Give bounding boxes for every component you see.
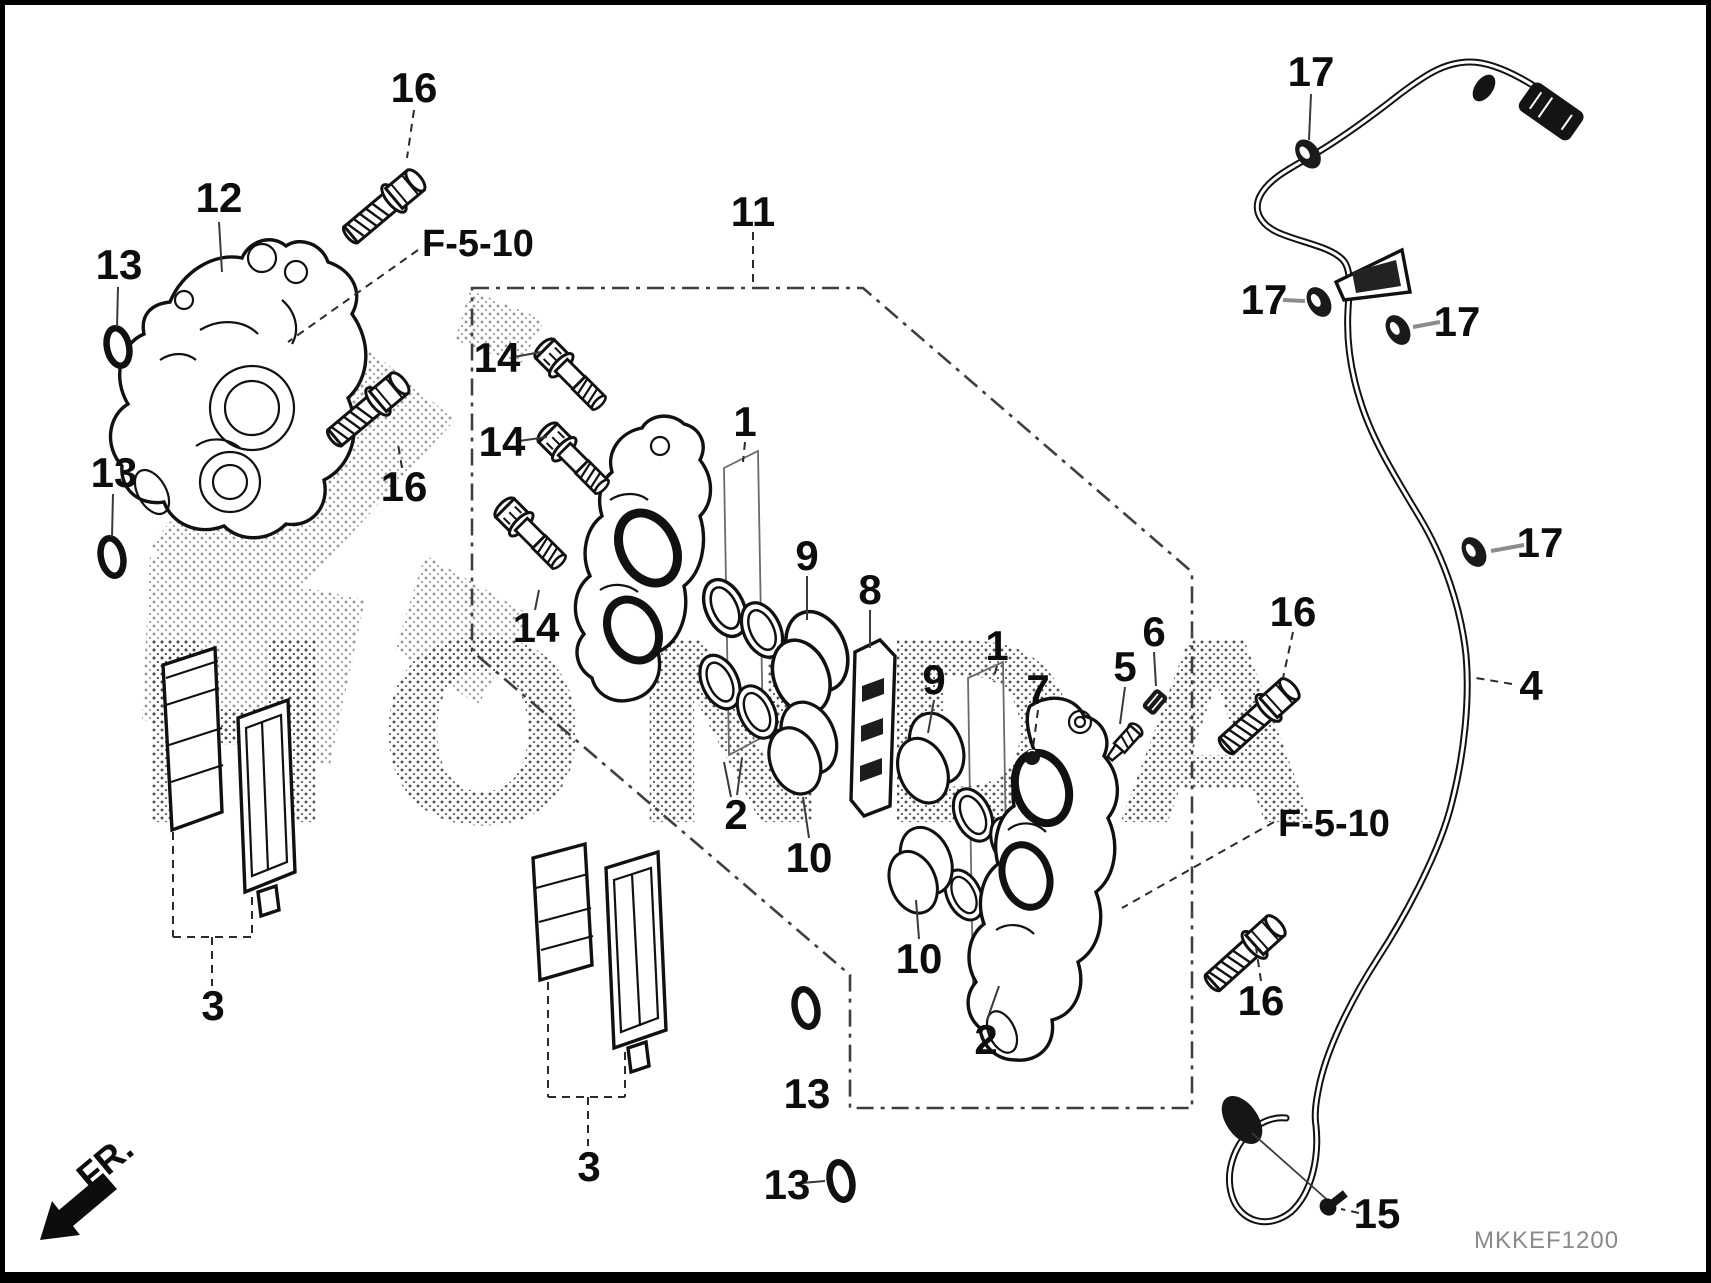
brake-pad-set-center [531,841,668,1075]
fr-arrow-icon [40,1173,117,1240]
bleeder-screw [1106,722,1144,762]
bleeder-cap [1142,689,1168,715]
callout-16-bottom: 16 [1238,977,1285,1024]
callout-17-left: 17 [1241,276,1288,323]
callout-13-bottom: 13 [764,1161,811,1208]
callout-13-upper: 13 [96,241,143,288]
callout-10-left: 10 [786,834,833,881]
honda-watermark: HONDA [129,590,1351,881]
callout-17-top: 17 [1288,48,1335,95]
wire-connector [1518,82,1584,141]
callout-1-right: 1 [985,622,1008,669]
caliper-bracket-left-half [573,414,713,703]
callout-5: 5 [1113,643,1136,690]
ref-label-f510-lower: F-5-10 [1278,803,1390,845]
callout-6: 6 [1142,608,1165,655]
callout-1-left: 1 [733,398,756,445]
pin-plug [1024,749,1040,765]
leader-lines-solid [111,93,1312,1184]
callout-labels: 16 12 13 13 16 14 14 14 11 1 9 8 1 9 7 5… [91,48,1564,1237]
pad-set-bracket-center [547,982,626,1146]
callout-15: 15 [1354,1190,1401,1237]
callout-17-right: 17 [1434,298,1481,345]
callout-3-left: 3 [201,982,224,1029]
callout-16-left: 16 [381,463,428,510]
diagram-code: MKKEF1200 [1474,1227,1619,1254]
callout-7: 7 [1026,666,1049,713]
callout-9-right: 9 [922,656,945,703]
callout-13-center: 13 [784,1070,831,1117]
callout-14-mid: 14 [479,418,526,465]
callout-16-top: 16 [391,64,438,111]
pad-spring [849,637,897,819]
callout-10-right: 10 [896,935,943,982]
leader-lines-dashed [287,109,1513,1214]
leader-lines-gray [1282,298,1525,553]
wire-hump-clip [1472,74,1496,102]
page-frame-bottom [0,1272,1711,1283]
callout-3-center: 3 [577,1143,600,1190]
callout-11: 11 [731,188,775,235]
sensor-bolt [1319,1190,1348,1216]
wheel-speed-sensor-head [1221,1096,1333,1205]
wire-mount-bracket [1333,247,1413,302]
callout-12: 12 [196,174,243,221]
callout-8: 8 [858,566,881,613]
ref-label-f510-upper: F-5-10 [422,223,534,265]
callout-16-right: 16 [1270,588,1317,635]
callout-2-left: 2 [724,791,747,838]
callout-4: 4 [1519,662,1543,709]
brake-pad-set-left [161,645,297,919]
callout-14-bottom: 14 [513,604,560,651]
right-brake-caliper-half [966,696,1120,1062]
callout-14-top: 14 [474,334,521,381]
pad-set-bracket-left [172,832,253,986]
callout-17-mid: 17 [1517,519,1564,566]
caliper-assembly-outline-box [470,286,1194,1110]
callout-2-right: 2 [974,1016,997,1063]
left-brake-caliper [108,238,368,540]
callout-13-lower: 13 [91,449,138,496]
callout-9-left: 9 [795,532,818,579]
